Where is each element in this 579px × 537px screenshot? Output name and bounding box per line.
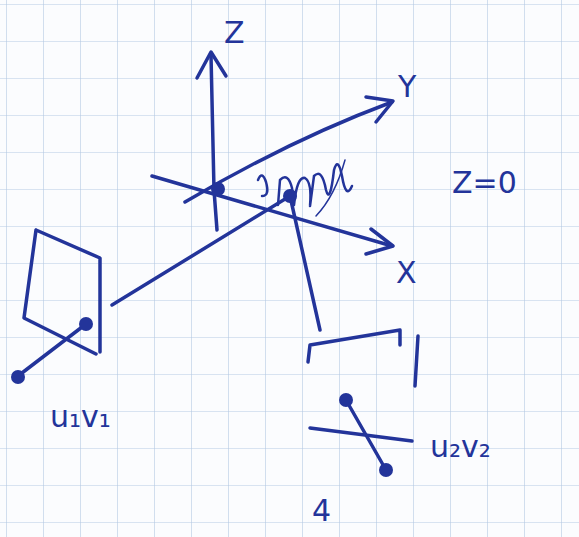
- image-coords: u₁v₁: [50, 402, 111, 432]
- plane-scribble: [258, 164, 352, 206]
- plane-scribble: [316, 160, 345, 216]
- ink-drawing: [18, 52, 418, 470]
- image-plane: [308, 330, 418, 441]
- axis-label: Y: [398, 72, 416, 102]
- arrowhead: [366, 97, 393, 122]
- y-axis: [185, 102, 392, 202]
- ray: [290, 196, 320, 330]
- plane-label: Z=0: [452, 168, 517, 198]
- image-coords: u₂v₂: [430, 432, 491, 462]
- x-axis: [152, 176, 392, 246]
- world-point: [283, 189, 297, 203]
- image-point: [339, 393, 353, 407]
- camera-center: [11, 370, 25, 384]
- points: [11, 182, 393, 477]
- optical-axis: [346, 400, 386, 470]
- camera-center: [379, 463, 393, 477]
- axis-label: X: [396, 258, 417, 288]
- ray: [112, 196, 290, 305]
- image-plane: [24, 230, 100, 354]
- image-point: [79, 317, 93, 331]
- optical-axis: [18, 324, 86, 376]
- arrowhead: [197, 52, 226, 78]
- z-axis: [211, 55, 217, 230]
- arrowhead: [366, 229, 393, 254]
- origin-dot: [211, 182, 225, 196]
- note-number: 4: [312, 496, 331, 526]
- axis-label: Z: [224, 18, 245, 48]
